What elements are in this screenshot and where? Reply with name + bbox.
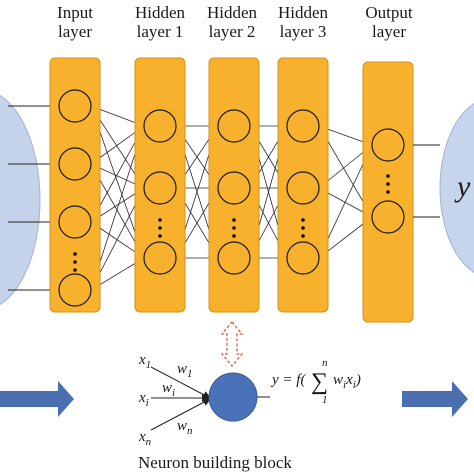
neurons-group [58, 89, 405, 307]
hidden-layer-3-title-2: layer 3 [280, 22, 327, 41]
zoom-double-arrow [220, 321, 244, 367]
input-x1: x1 [138, 352, 151, 371]
ellipsis-dot-l4-0 [386, 174, 390, 178]
weight-wn: wn [177, 418, 193, 437]
ellipsis-dot-l2-2 [232, 234, 236, 238]
input-layer-title-1: Input [57, 3, 93, 22]
output-layer-title-1: Output [365, 3, 413, 22]
hidden-layer-2-title-1: Hidden [207, 3, 258, 22]
neuron-l4-0 [371, 128, 405, 162]
neuron-l2-0 [217, 109, 251, 143]
ellipsis-dot-l0-0 [73, 252, 77, 256]
input-layer-bar [49, 57, 101, 313]
neuron-l2-1 [217, 171, 251, 205]
ellipsis-dot-l3-0 [301, 218, 305, 222]
neuron-l0-3 [58, 273, 92, 307]
weight-wi: wi [162, 380, 175, 399]
input-layer-title-2: layer [58, 22, 92, 41]
right-flow-arrow [402, 381, 468, 417]
neuron-l2-2 [217, 241, 251, 275]
ellipsis-dot-l1-0 [158, 218, 162, 222]
formula-sum-symbol: ∑ [311, 369, 328, 395]
block-input-arrow-1 [150, 366, 211, 399]
block-input-arrow-n [150, 398, 211, 431]
ellipsis-dot-l2-1 [232, 226, 236, 230]
hidden-layer-2-title-2: layer 2 [209, 22, 256, 41]
formula-term: wixi) [333, 372, 361, 391]
input-xi: xi [138, 390, 149, 409]
formula-lhs: y = f( [270, 372, 306, 388]
ellipsis-dot-l3-1 [301, 226, 305, 230]
input-arrows [8, 102, 58, 294]
neuron-l0-0 [58, 89, 92, 123]
neuron-l1-0 [143, 109, 177, 143]
ellipsis-dot-l3-2 [301, 234, 305, 238]
hidden-layer-3-title-1: Hidden [278, 3, 329, 22]
neuron-l4-1 [371, 200, 405, 234]
ellipsis-dot-l2-0 [232, 218, 236, 222]
output-layer-title-2: layer [372, 22, 406, 41]
ellipsis-dot-l1-2 [158, 234, 162, 238]
neuron-l3-0 [286, 109, 320, 143]
neuron-l0-2 [58, 205, 92, 239]
neuron-block-circle [208, 372, 258, 422]
neuron-l3-2 [286, 241, 320, 275]
formula-sum-upper: n [322, 357, 328, 369]
neuron-l1-2 [143, 241, 177, 275]
neuron-l0-1 [58, 147, 92, 181]
weight-w1: w1 [177, 361, 193, 380]
hidden-layer-1-title-1: Hidden [135, 3, 186, 22]
neuron-l3-1 [286, 171, 320, 205]
output-symbol: y [454, 170, 471, 203]
ellipsis-dot-l1-1 [158, 226, 162, 230]
input-xn: xn [138, 429, 152, 448]
input-data-ellipse [0, 94, 41, 306]
neuron-l1-1 [143, 171, 177, 205]
ellipsis-dot-l0-2 [73, 268, 77, 272]
output-data-ellipse [439, 103, 474, 273]
ellipsis-dot-l4-1 [386, 182, 390, 186]
formula-sum-lower: 1 [322, 394, 328, 406]
left-flow-arrow [0, 381, 74, 417]
ellipsis-dot-l0-1 [73, 260, 77, 264]
ellipsis-dot-l4-2 [386, 190, 390, 194]
neuron-block-caption: Neuron building block [138, 453, 292, 472]
hidden-layer-1-title-2: layer 1 [137, 22, 184, 41]
